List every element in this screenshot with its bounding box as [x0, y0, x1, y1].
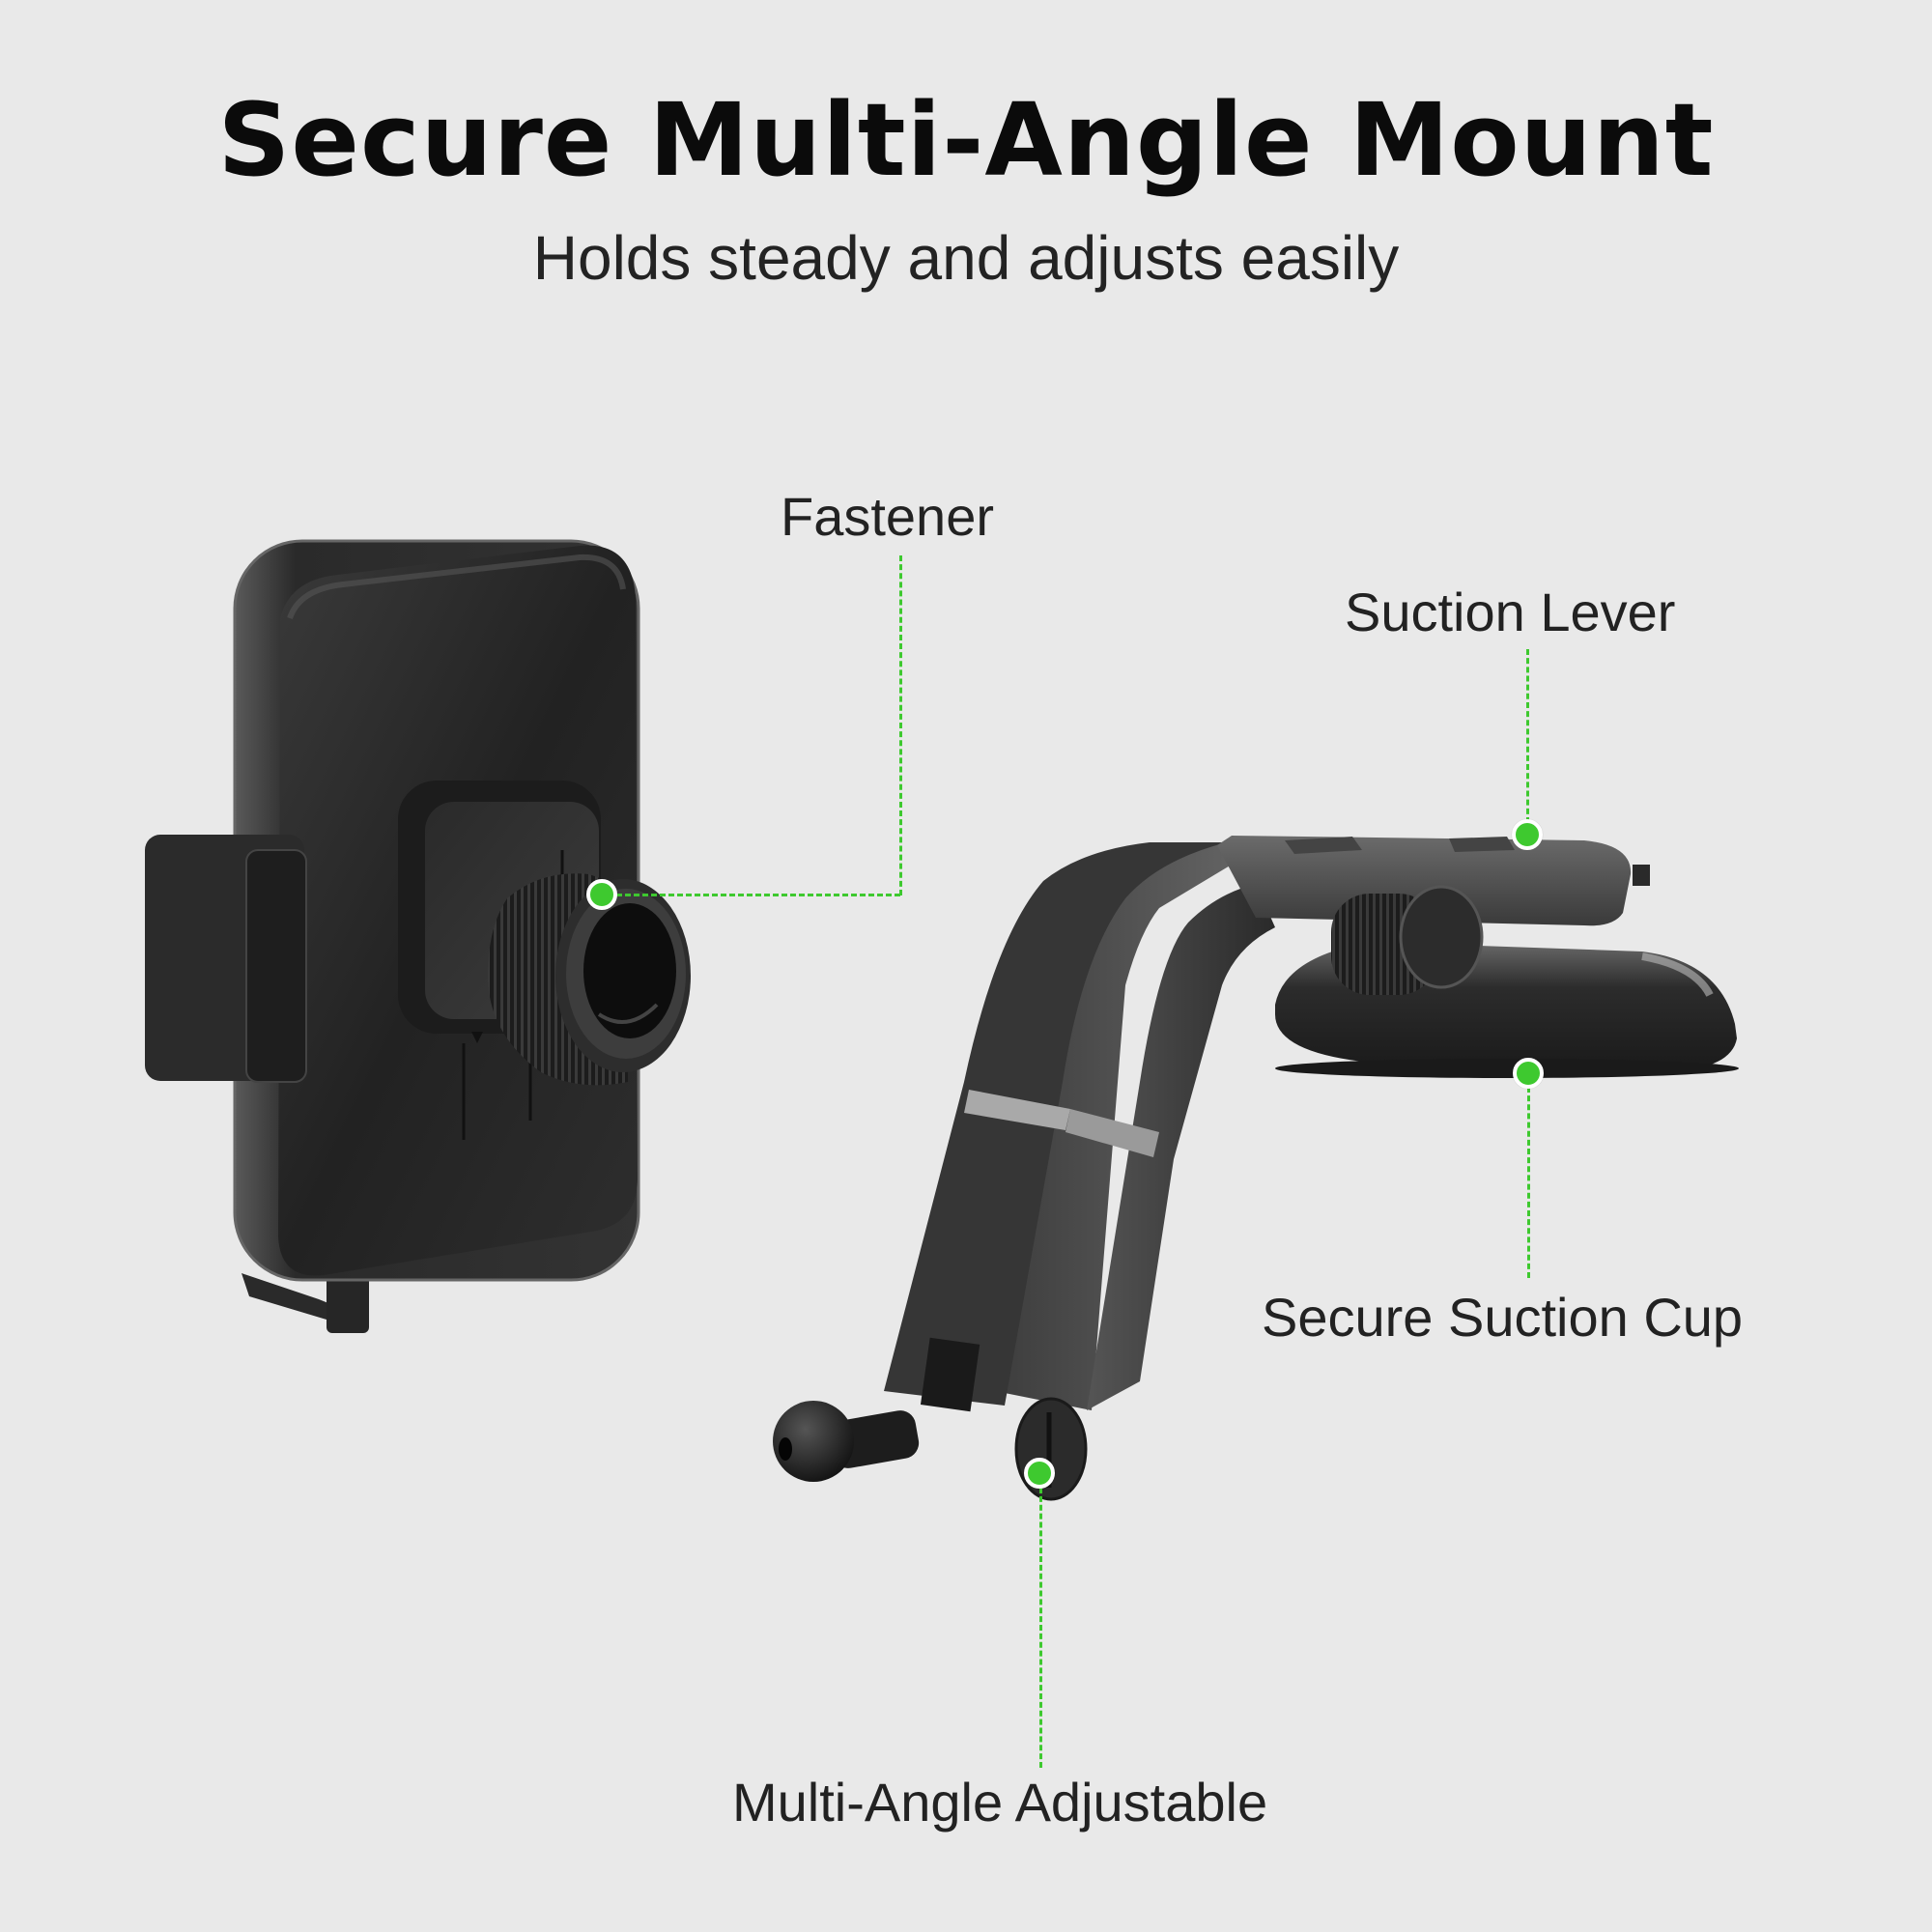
fastener-knob — [488, 873, 691, 1086]
suction-cup-assembly — [1217, 836, 1739, 1078]
mount-arm — [773, 842, 1275, 1501]
page-subtitle: Holds steady and adjusts easily — [532, 223, 1400, 293]
callout-leader-multi-angle — [1039, 1488, 1042, 1768]
callout-dot-icon — [1513, 1058, 1544, 1089]
callout-label-fastener: Fastener — [781, 486, 994, 547]
callout-leader-fastener — [899, 555, 902, 895]
callout-label-multi-angle: Multi-Angle Adjustable — [732, 1772, 1268, 1833]
callout-dot-icon — [586, 879, 617, 910]
page-title: Secure Multi-Angle Mount — [217, 81, 1715, 199]
callout-leader-fastener-horizontal — [616, 894, 900, 896]
callout-label-suction-cup: Secure Suction Cup — [1262, 1287, 1744, 1348]
callout-dot-icon — [1512, 819, 1543, 850]
ball-joint — [773, 1401, 854, 1482]
callout-label-suction-lever: Suction Lever — [1345, 582, 1676, 642]
callout-dot-icon — [1024, 1458, 1055, 1489]
callout-leader-suction-lever — [1526, 649, 1529, 823]
callout-leader-suction-cup — [1527, 1087, 1530, 1278]
